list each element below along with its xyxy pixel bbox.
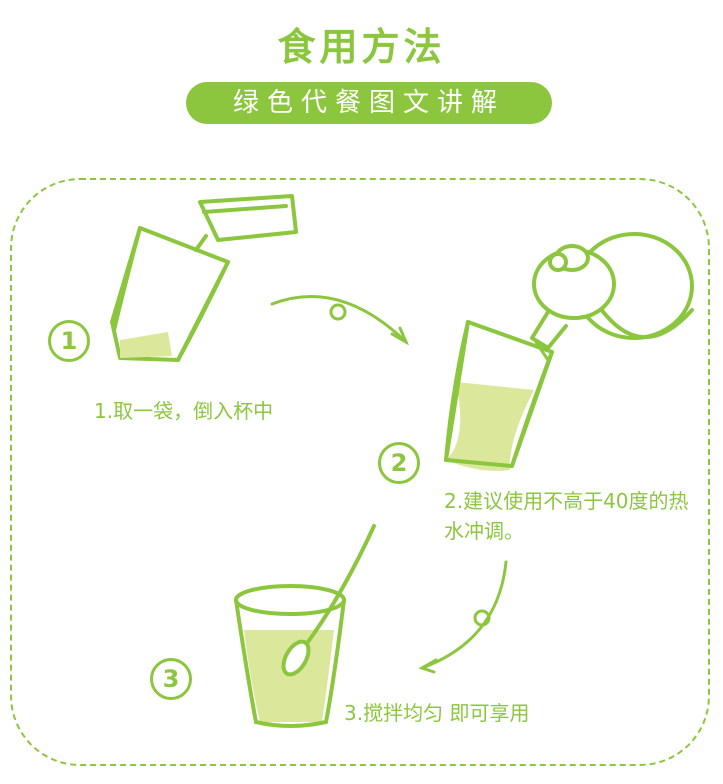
step-3-caption: 3.搅拌均匀 即可享用 — [344, 701, 530, 725]
cup-with-sachet-icon — [110, 194, 298, 362]
arrow-step2-to-step3-icon — [418, 560, 508, 674]
step-1-badge: 1 — [48, 320, 90, 362]
step-3-badge: 3 — [150, 658, 192, 700]
cup-with-tea-icon — [444, 320, 554, 471]
subtitle-banner: 绿色代餐图文讲解 — [186, 82, 552, 124]
step-2-caption: 2.建议使用不高于40度的热水冲调。 — [444, 489, 689, 543]
step-2-badge: 2 — [378, 442, 420, 484]
teapot-pouring-icon — [530, 232, 694, 350]
step-1-caption: 1.取一袋，倒入杯中 — [94, 399, 274, 423]
arrow-step1-to-step2-icon — [270, 295, 410, 346]
cup-with-spoon-icon — [234, 524, 376, 728]
dashed-frame — [10, 178, 710, 766]
page-title: 食用方法 — [277, 25, 446, 69]
